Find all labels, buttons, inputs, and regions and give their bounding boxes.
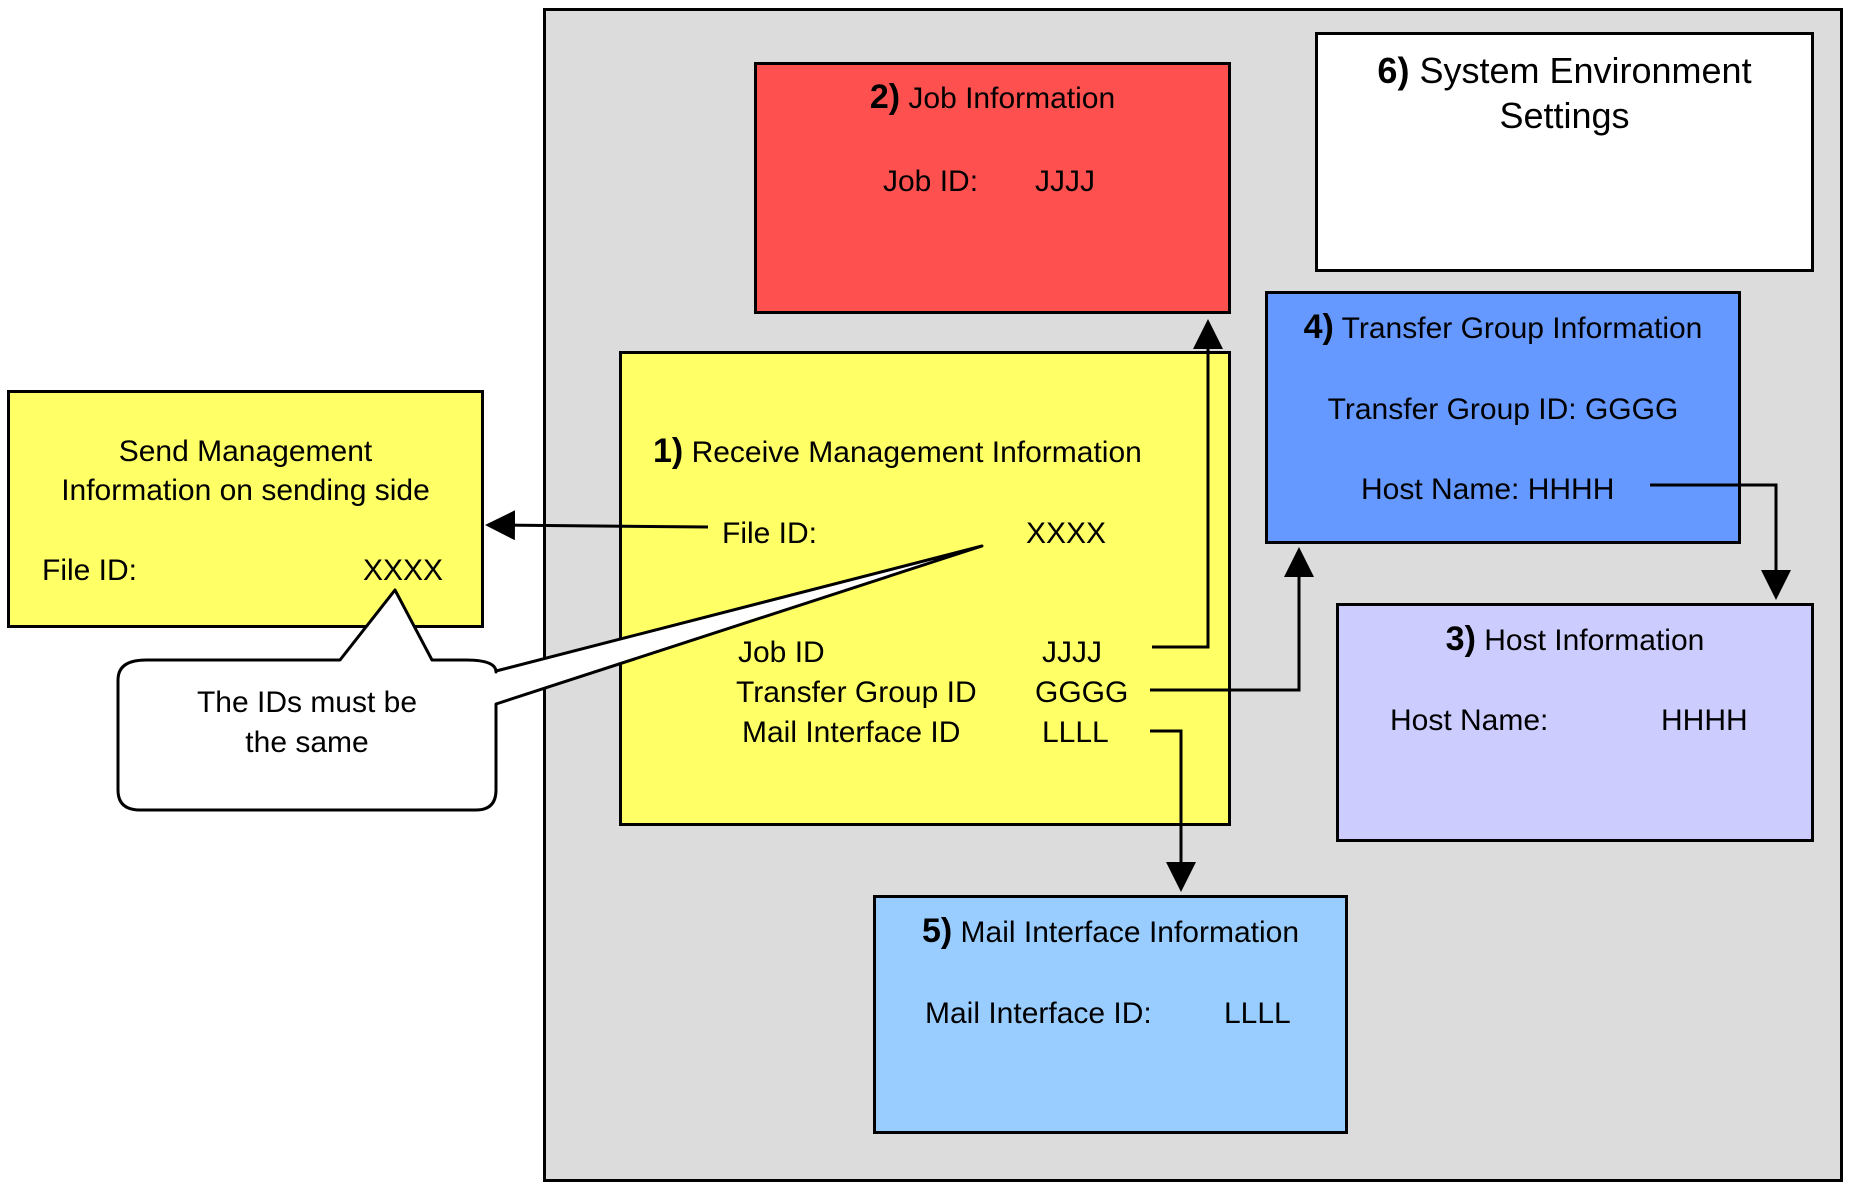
mail-number: 5) [921, 912, 953, 950]
system-title-line1: System Environment [1419, 50, 1752, 91]
transfer-group-information-box [1265, 291, 1741, 544]
transfer-group-arrow [1150, 547, 1314, 692]
id-match-callout [116, 544, 984, 812]
host-name-value: HHHH [1661, 704, 1748, 737]
receive-mail-interface-id-value: LLLL [1042, 716, 1109, 749]
receive-transfer-group-id-value: GGGG [1035, 676, 1129, 709]
receive-job-id-label: Job ID [738, 636, 825, 669]
transfer-title-text: Transfer Group Information [1341, 312, 1703, 345]
host-information-box [1336, 603, 1814, 842]
job-information-title: 2) Job Information [754, 80, 1231, 116]
send-file-id-value: XXXX [363, 554, 444, 587]
send-title-line1: Send Management [118, 435, 373, 468]
transfer-group-id-line: Transfer Group ID: GGGG [1327, 393, 1679, 426]
system-settings-title: 6) System Environment Settings [1315, 48, 1814, 138]
job-id-arrow [1152, 319, 1223, 649]
receive-number: 1) [653, 432, 684, 470]
host-information-title: 3) Host Information [1336, 622, 1814, 658]
host-number: 3) [1445, 620, 1476, 658]
job-information-box [754, 62, 1231, 314]
receive-management-information-box [619, 351, 1231, 826]
mail-title-text: Mail Interface Information [960, 916, 1300, 949]
file-id-arrow [485, 510, 709, 541]
receive-mail-interface-id-label: Mail Interface ID [742, 716, 961, 749]
mail-interface-information-box [873, 895, 1348, 1134]
host-name-label: Host Name: [1390, 704, 1549, 737]
transfer-group-title: 4) Transfer Group Information [1265, 310, 1741, 346]
job-id-label: Job ID: [883, 165, 979, 198]
send-title-line2: Information on sending side [61, 474, 430, 507]
callout-text: The IDs must be the same [118, 683, 496, 763]
system-environment-settings-box [1315, 32, 1814, 272]
send-management-information-box [7, 390, 484, 628]
callout-line1: The IDs must be [196, 686, 418, 719]
receive-transfer-group-id-label: Transfer Group ID [736, 676, 977, 709]
job-id-value: JJJJ [1035, 165, 1095, 198]
mail-interface-title: 5) Mail Interface Information [873, 914, 1348, 950]
transfer-number: 4) [1303, 308, 1334, 346]
receive-file-id-label: File ID: [722, 517, 818, 550]
job-title-text: Job Information [908, 82, 1116, 115]
callout-line2: the same [245, 726, 369, 759]
receive-title-text: Receive Management Information [691, 436, 1142, 469]
send-management-title: Send Management Information on sending s… [7, 432, 484, 510]
send-file-id-label: File ID: [42, 554, 138, 587]
system-title-line2: Settings [1499, 95, 1630, 136]
system-number: 6) [1377, 50, 1410, 91]
transfer-host-name-line: Host Name: HHHH [1361, 473, 1615, 506]
receive-job-id-value: JJJJ [1042, 636, 1102, 669]
receive-file-id-value: XXXX [1026, 517, 1107, 550]
host-name-arrow [1650, 483, 1791, 600]
mail-interface-arrow [1150, 729, 1196, 892]
host-title-text: Host Information [1484, 624, 1705, 657]
receive-management-title: 1) Receive Management Information [653, 434, 1142, 470]
mail-interface-id-label: Mail Interface ID: [925, 997, 1152, 1030]
job-number: 2) [869, 78, 901, 116]
mail-interface-id-value: LLLL [1224, 997, 1291, 1030]
